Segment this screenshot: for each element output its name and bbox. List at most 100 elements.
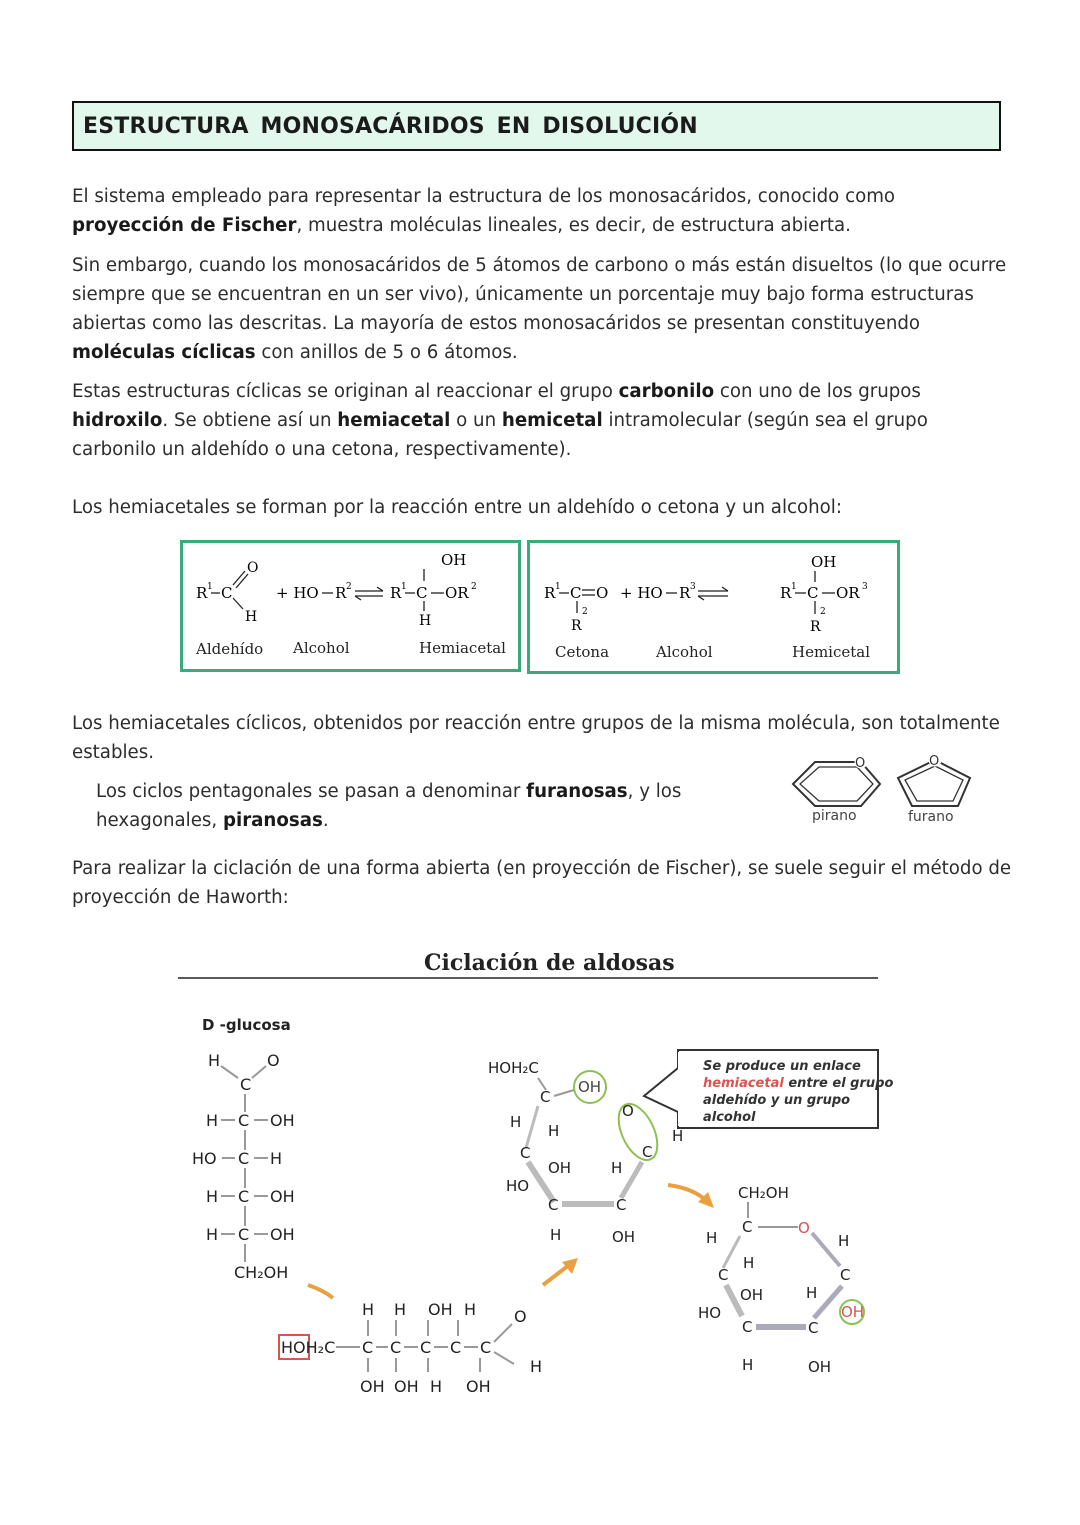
svg-text:O: O: [929, 754, 939, 769]
paragraph-cyclic-hemiacetals: Los hemiacetales cíclicos, obtenidos por…: [72, 713, 1000, 763]
svg-text:OH: OH: [612, 1228, 635, 1246]
svg-text:C: C: [742, 1218, 752, 1236]
paragraph-furanose-pyranose: Los ciclos pentagonales se pasan a denom…: [96, 781, 682, 831]
svg-text:2: 2: [820, 607, 826, 617]
paragraph-fischer: El sistema empleado para representar la …: [72, 186, 896, 236]
svg-text:1: 1: [555, 582, 561, 592]
svg-text:OH: OH: [360, 1377, 385, 1396]
svg-text:H: H: [672, 1127, 683, 1145]
svg-text:R: R: [544, 584, 556, 602]
svg-text:C: C: [450, 1338, 461, 1357]
svg-text:OH: OH: [740, 1286, 763, 1304]
svg-text:3: 3: [690, 582, 696, 592]
svg-text:R: R: [335, 584, 347, 602]
svg-text:O: O: [798, 1219, 810, 1237]
svg-text:hemiacetal entre el grupo: hemiacetal entre el grupo: [703, 1076, 893, 1091]
svg-text:C: C: [221, 584, 232, 602]
svg-text:OH: OH: [270, 1111, 295, 1130]
svg-text:1: 1: [791, 582, 797, 592]
svg-text:OH: OH: [811, 553, 836, 571]
svg-text:HOH₂C: HOH₂C: [488, 1059, 539, 1077]
svg-text:OH: OH: [270, 1225, 295, 1244]
svg-text:C: C: [548, 1196, 558, 1214]
svg-text:C: C: [840, 1266, 850, 1284]
svg-text:H: H: [206, 1225, 218, 1244]
pyran-furan-rings: O O pirano furano: [791, 753, 972, 825]
svg-text:H: H: [706, 1229, 717, 1247]
svg-text:OH: OH: [441, 551, 466, 569]
callout-line-3: aldehído y un grupo: [703, 1093, 850, 1108]
svg-text:O: O: [247, 560, 258, 576]
label-ketone: Cetona: [555, 643, 610, 661]
svg-text:R: R: [679, 584, 691, 602]
svg-text:2: 2: [471, 582, 477, 592]
svg-text:R: R: [390, 584, 402, 602]
callout-line-1: Se produce un enlace: [703, 1059, 861, 1074]
svg-text:OH: OH: [270, 1187, 295, 1206]
svg-text:2: 2: [582, 607, 588, 617]
svg-text:H: H: [838, 1232, 849, 1250]
section-title-box: ESTRUCTURA MONOSACÁRIDOS EN DISOLUCIÓN: [72, 101, 1001, 151]
svg-text:C: C: [570, 584, 581, 602]
svg-text:H: H: [464, 1300, 476, 1319]
svg-text:HO: HO: [506, 1177, 529, 1195]
svg-text:OH: OH: [578, 1078, 601, 1096]
svg-text:H: H: [419, 613, 431, 629]
svg-text:H: H: [206, 1187, 218, 1206]
svg-text:C: C: [390, 1338, 401, 1357]
label-alcohol-1: Alcohol: [293, 639, 350, 657]
svg-text:C: C: [808, 1319, 818, 1337]
svg-text:H: H: [245, 609, 257, 625]
svg-text:3: 3: [862, 582, 868, 592]
svg-text:H: H: [206, 1111, 218, 1130]
svg-text:C: C: [718, 1266, 728, 1284]
svg-text:HO: HO: [192, 1149, 217, 1168]
svg-text:OH: OH: [466, 1377, 491, 1396]
svg-text:C: C: [807, 584, 818, 602]
svg-text:C: C: [616, 1196, 626, 1214]
svg-text:OH: OH: [428, 1300, 453, 1319]
svg-text:H: H: [548, 1122, 559, 1140]
label-furan: furano: [908, 809, 954, 825]
paragraph-haworth: Para realizar la ciclación de una forma …: [72, 858, 1012, 908]
svg-text:H: H: [743, 1254, 754, 1272]
svg-text:OR: OR: [836, 584, 860, 602]
paragraph-reaction-intro: Los hemiacetales se forman por la reacci…: [72, 497, 842, 518]
svg-text:+ HO: + HO: [620, 584, 663, 602]
svg-text:1: 1: [401, 582, 407, 592]
svg-text:O: O: [622, 1102, 634, 1120]
svg-text:C: C: [238, 1111, 249, 1130]
svg-text:O: O: [514, 1307, 527, 1326]
svg-text:C: C: [520, 1144, 530, 1162]
svg-text:OH: OH: [841, 1303, 864, 1321]
svg-text:C: C: [238, 1225, 249, 1244]
paragraph-cyclic: Sin embargo, cuando los monosacáridos de…: [72, 255, 1007, 363]
svg-text:OH: OH: [548, 1159, 571, 1177]
svg-text:HOH₂C: HOH₂C: [281, 1338, 335, 1357]
svg-text:C: C: [238, 1187, 249, 1206]
label-hemiacetal: Hemiacetal: [419, 639, 506, 657]
section-title: ESTRUCTURA MONOSACÁRIDOS EN DISOLUCIÓN: [83, 114, 698, 139]
aldose-cyclization-figure: Ciclación de aldosas D -glucosa H O C H …: [178, 940, 898, 1410]
svg-text:+ HO: + HO: [276, 584, 319, 602]
svg-text:C: C: [420, 1338, 431, 1357]
callout-line-2: entre el grupo: [784, 1076, 894, 1091]
svg-text:O: O: [855, 756, 865, 771]
aldose-cyclization-diagram: Ciclación de aldosas D -glucosa H O C H …: [178, 950, 893, 1396]
svg-text:R: R: [810, 619, 821, 633]
label-pyran: pirano: [812, 808, 857, 824]
svg-text:CH₂OH: CH₂OH: [234, 1263, 288, 1282]
svg-text:C: C: [240, 1075, 251, 1094]
svg-text:O: O: [596, 584, 608, 602]
svg-text:H: H: [394, 1300, 406, 1319]
svg-text:H: H: [530, 1357, 542, 1376]
svg-text:R: R: [196, 584, 208, 602]
svg-text:1: 1: [207, 582, 213, 592]
callout-highlight: hemiacetal: [703, 1076, 784, 1091]
svg-text:O: O: [267, 1051, 280, 1070]
svg-text:OH: OH: [808, 1358, 831, 1376]
label-aldehyde: Aldehído: [196, 640, 264, 658]
molecule-name: D -glucosa: [202, 1016, 291, 1034]
